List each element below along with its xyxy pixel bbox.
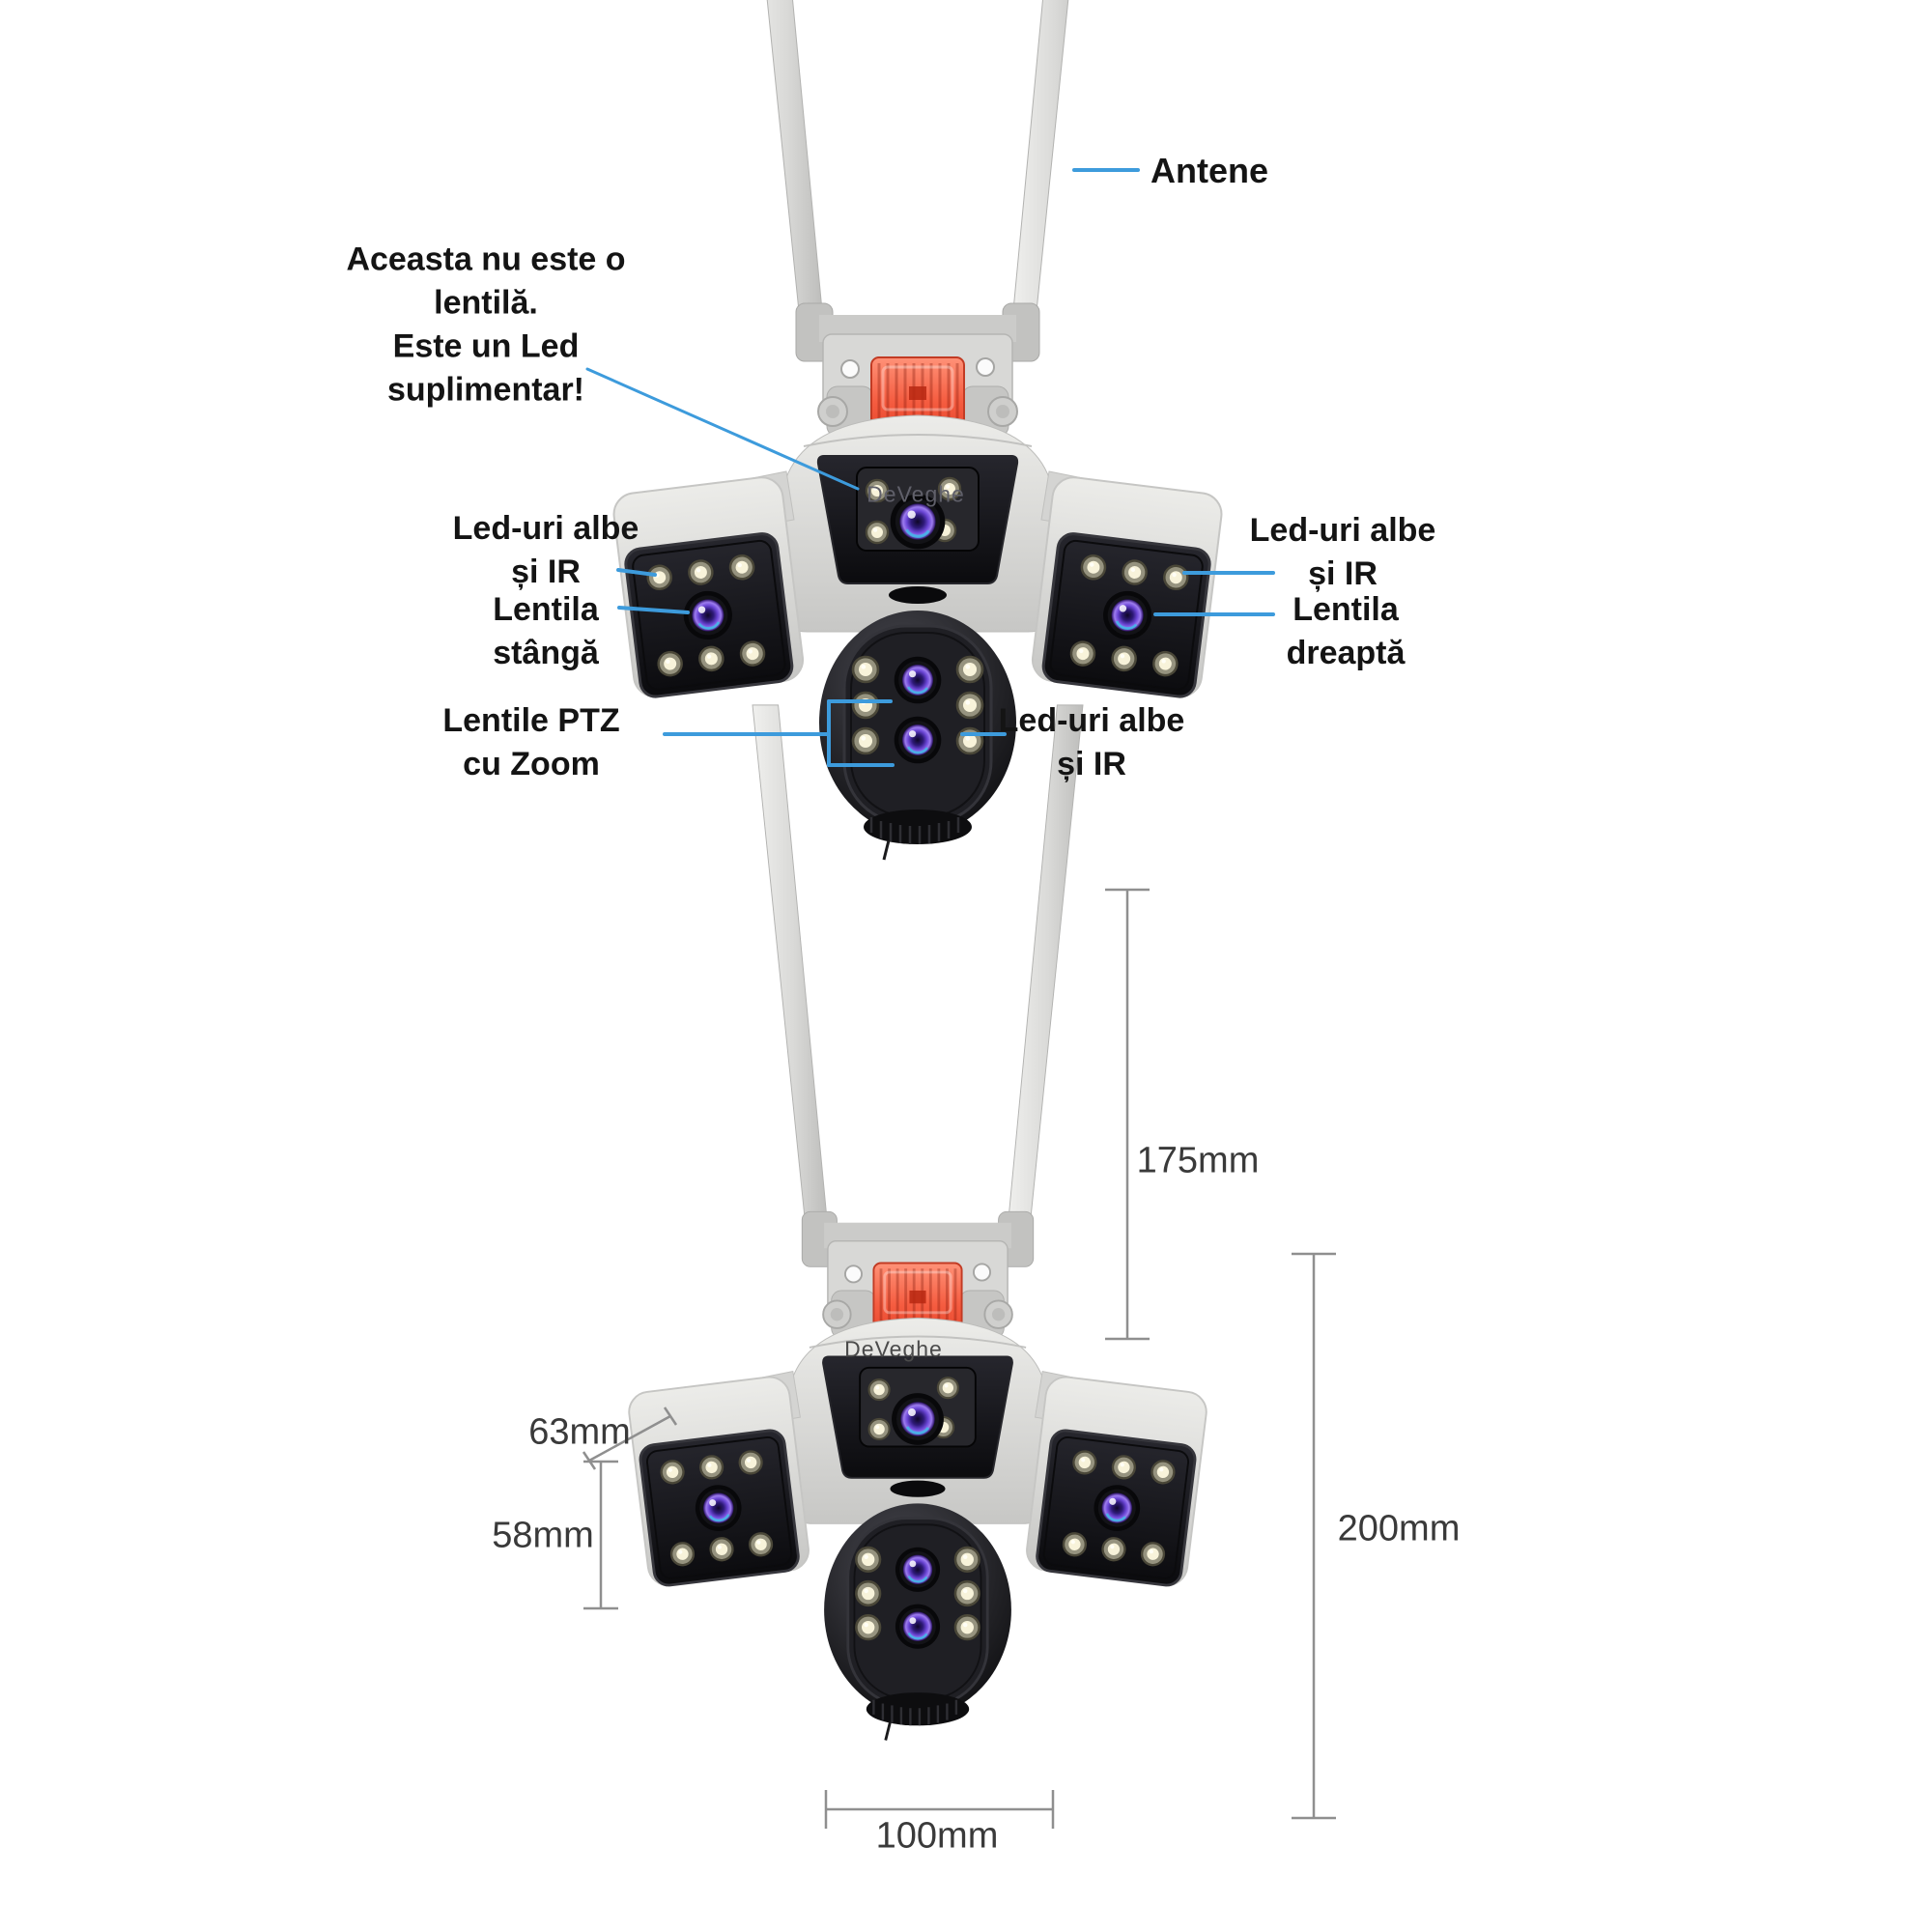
watermark-top: DeVeghe	[867, 481, 965, 507]
dim-100mm	[824, 1790, 1055, 1829]
label-right-leds: Led-uri albe și IR	[1249, 512, 1436, 592]
dimension-lines	[582, 888, 1336, 1829]
dim-label-175mm: 175mm	[1136, 1140, 1260, 1181]
label-note: Aceasta nu este o lentilă. Este un Led s…	[346, 241, 626, 408]
label-center-leds: Led-uri albe și IR	[998, 702, 1185, 782]
dim-label-58mm: 58mm	[492, 1515, 594, 1556]
label-left-lens: Lentila stângă	[493, 591, 599, 671]
dim-58mm	[583, 1460, 618, 1610]
line-left-lens	[617, 606, 690, 614]
label-left-leds: Led-uri albe și IR	[452, 510, 639, 590]
label-right-lens: Lentila dreaptă	[1286, 591, 1406, 671]
line-left-leds	[616, 568, 657, 577]
label-antene: Antene	[1150, 151, 1269, 191]
dim-200mm	[1292, 1252, 1336, 1820]
dim-label-100mm: 100mm	[875, 1815, 999, 1857]
dim-175mm	[1105, 888, 1150, 1341]
dim-label-200mm: 200mm	[1337, 1508, 1461, 1549]
line-note-diagonal	[585, 367, 860, 491]
camera-view-bottom	[627, 705, 1208, 1741]
label-ptz-lenses: Lentile PTZ cu Zoom	[442, 702, 620, 782]
annotation-lines	[585, 168, 1275, 767]
dim-label-63mm: 63mm	[528, 1411, 631, 1453]
watermark-bottom: DeVeghe	[844, 1336, 943, 1362]
